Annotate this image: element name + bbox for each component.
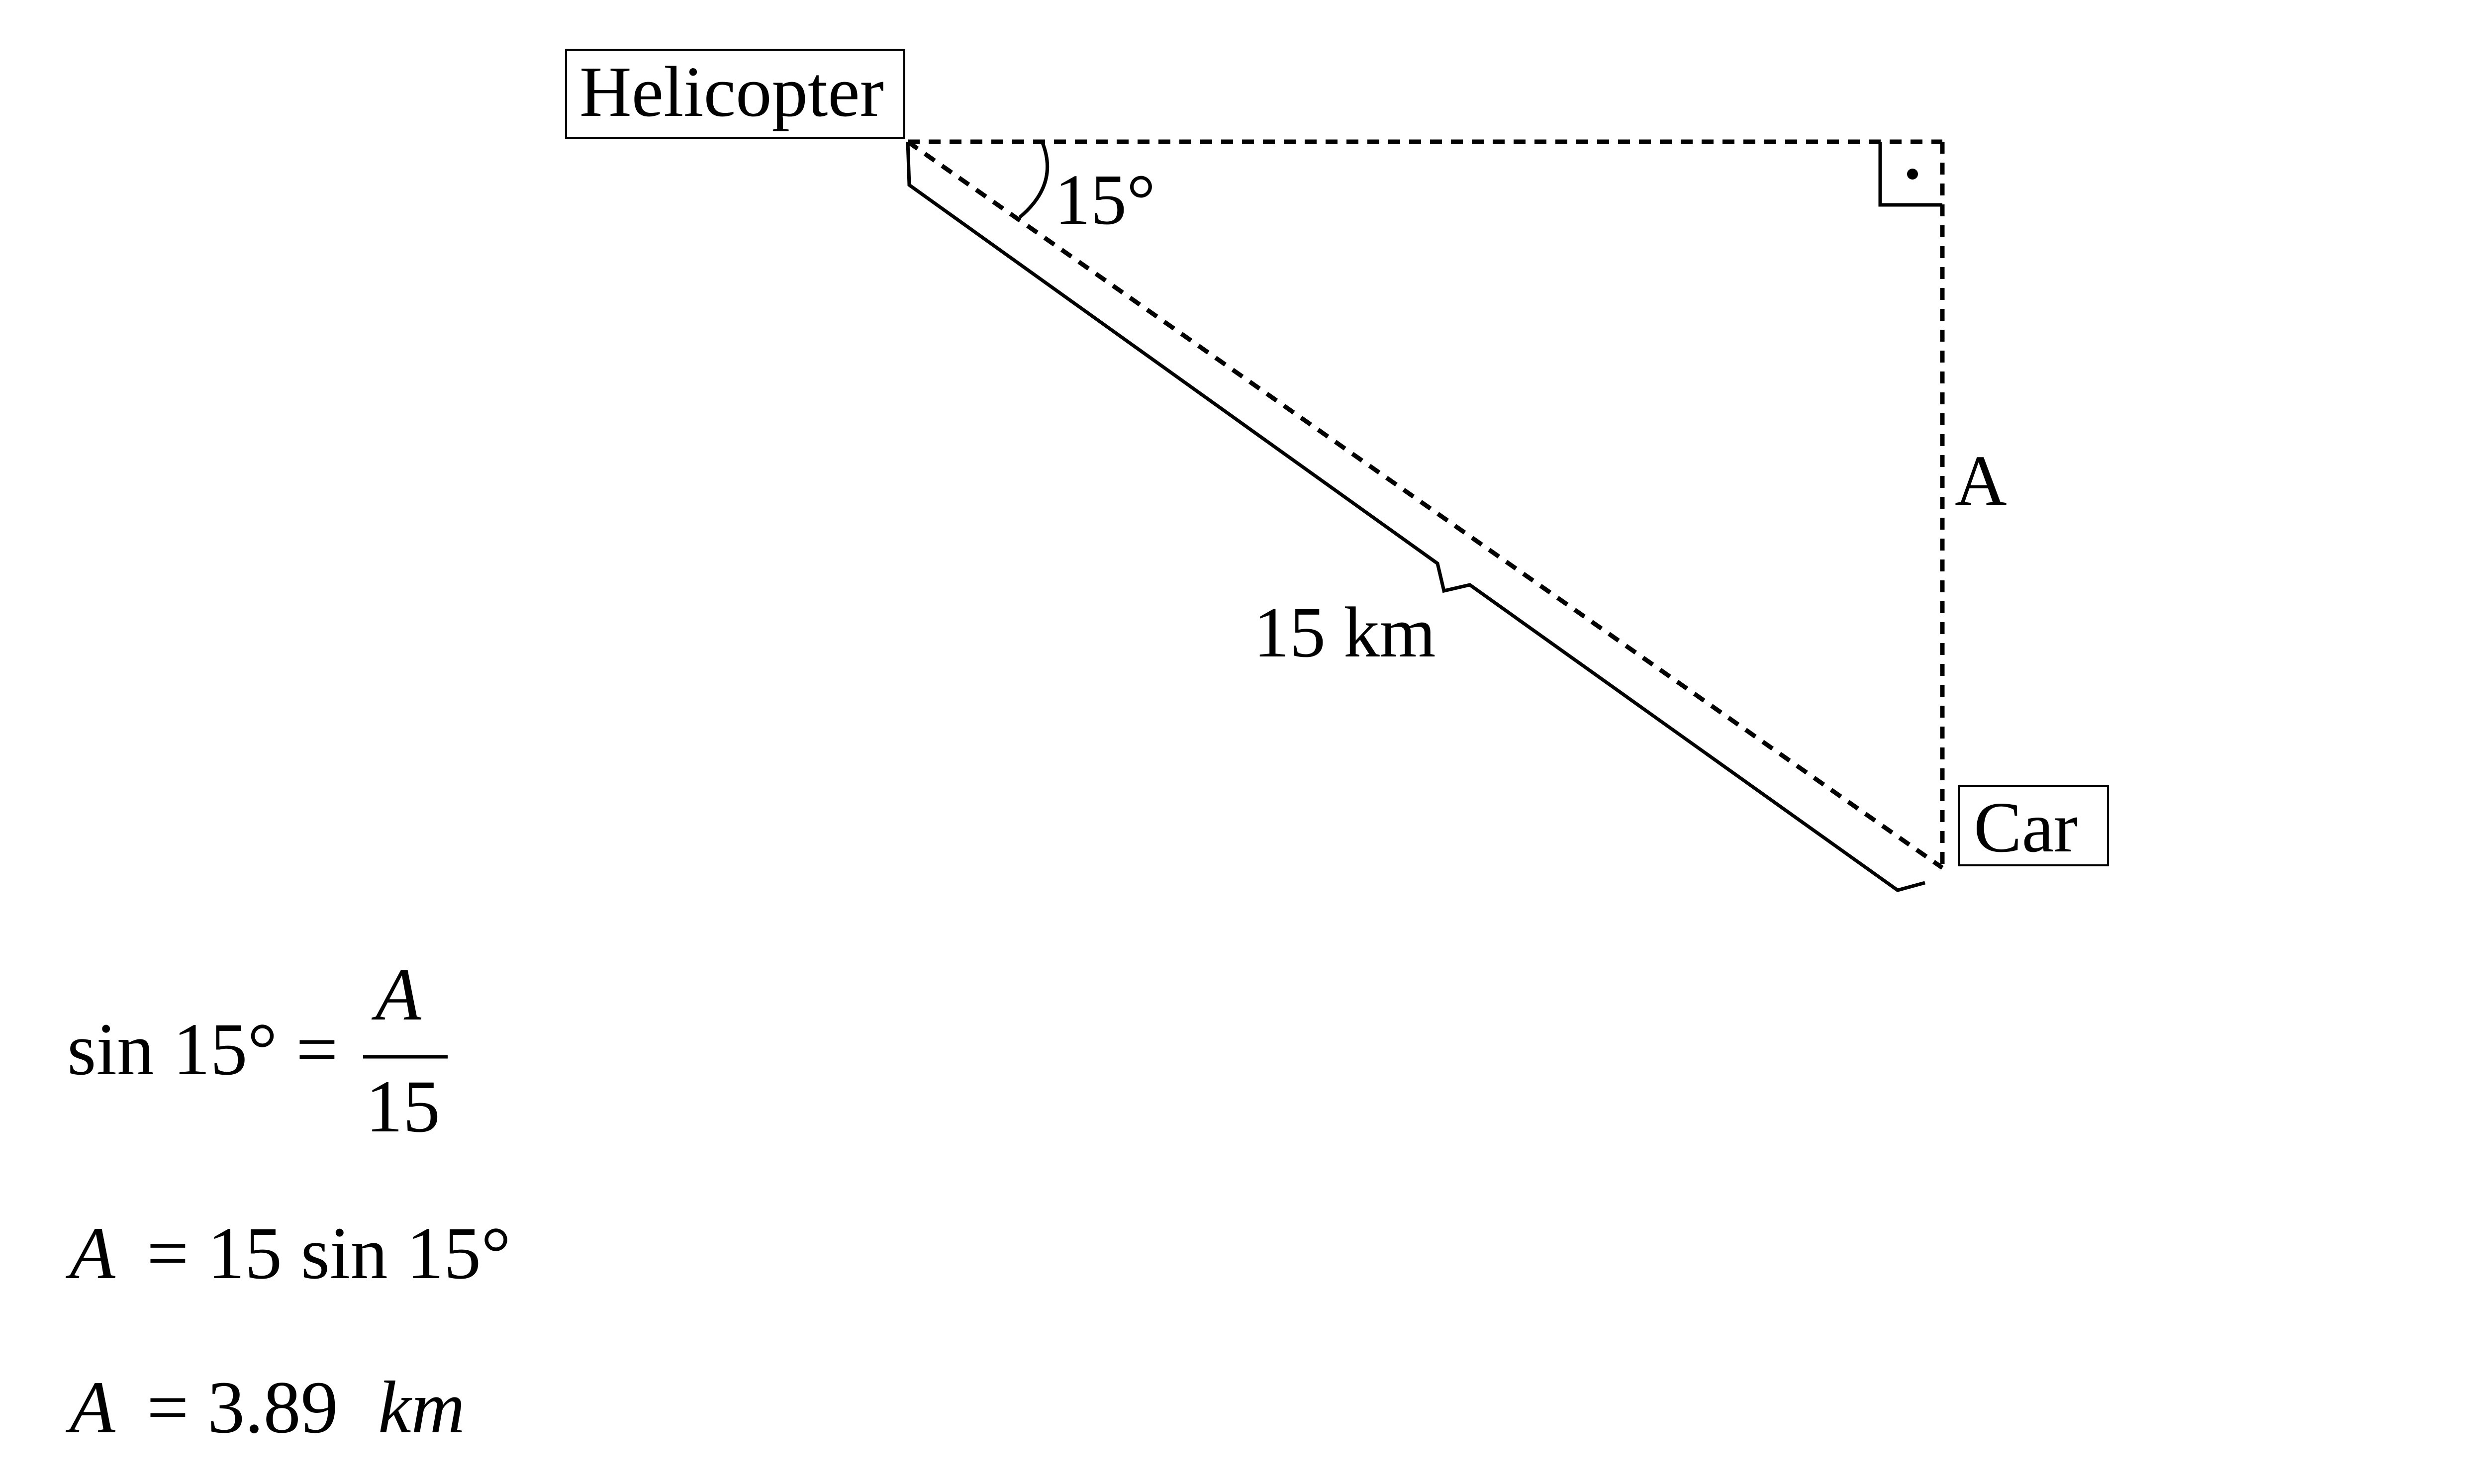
angle-label: 15°	[1054, 160, 1155, 240]
equation-3-rhs: = 3.89	[147, 1366, 338, 1449]
equation-3-variable: A	[65, 1366, 116, 1449]
right-angle-dot	[1907, 169, 1918, 180]
car-label: Car	[1974, 788, 2078, 867]
equation-2-rhs: = 15 sin 15°	[147, 1212, 511, 1295]
distance-brace	[906, 141, 1925, 892]
right-angle-marker	[1878, 142, 1942, 207]
equation-1-denominator: 15	[366, 1065, 440, 1148]
equation-3-unit: km	[378, 1366, 465, 1449]
hypotenuse-dashed-side	[906, 140, 1944, 870]
car-label-box	[1958, 785, 2109, 866]
equation-2-variable: A	[65, 1212, 116, 1295]
angle-arc	[1018, 141, 1050, 219]
helicopter-label: Helicopter	[579, 52, 884, 132]
equation-1-lhs: sin 15° =	[67, 1008, 338, 1091]
side-a-label: A	[1955, 441, 2007, 521]
distance-label: 15 km	[1253, 593, 1436, 672]
helicopter-label-box	[565, 49, 905, 139]
equation-1-numerator: A	[371, 953, 422, 1036]
